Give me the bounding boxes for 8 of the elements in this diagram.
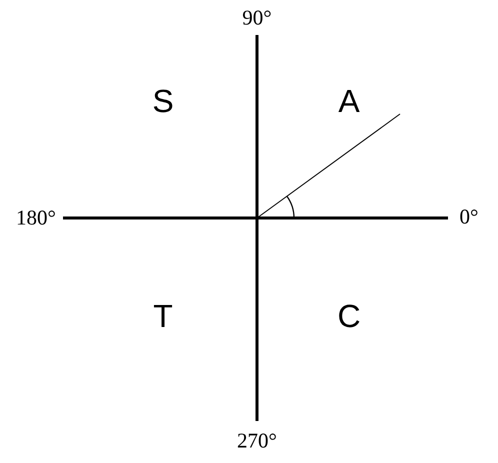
quadrant-label: T xyxy=(153,300,173,332)
quadrant-label: S xyxy=(152,85,174,117)
angle-label: 0° xyxy=(460,206,478,228)
angle-label: 180° xyxy=(16,208,56,228)
angle-label: 90° xyxy=(242,8,272,28)
quadrant-label: A xyxy=(338,85,360,117)
angle-label: 270° xyxy=(237,430,277,452)
quadrant-label: C xyxy=(337,300,361,332)
